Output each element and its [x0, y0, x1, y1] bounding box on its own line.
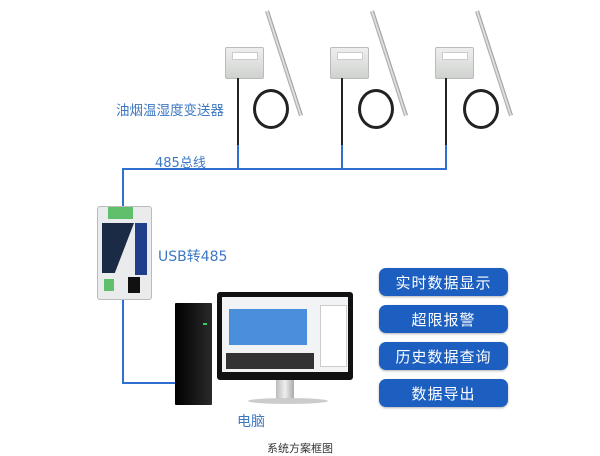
- transmitter-label: 油烟温湿度变送器: [116, 103, 224, 119]
- monitor-stand: [276, 380, 294, 400]
- bus-line: [122, 168, 447, 170]
- usb-485-converter: [97, 206, 152, 300]
- monitor-base: [248, 398, 328, 404]
- bus-drop-2: [341, 145, 343, 169]
- bus-label: 485总线: [155, 156, 206, 171]
- feature-realtime-display: 实时数据显示: [379, 268, 508, 296]
- feature-history-query: 历史数据查询: [379, 342, 508, 370]
- drop-wire-3: [445, 78, 447, 145]
- computer-label: 电脑: [237, 414, 265, 430]
- monitor: [217, 292, 353, 380]
- bus-drop-1: [237, 145, 239, 169]
- drop-wire-2: [341, 78, 343, 145]
- figure-caption: 系统方案框图: [267, 442, 333, 455]
- transmitter-2: [330, 10, 408, 147]
- transmitter-3: [435, 10, 513, 147]
- feature-overlimit-alarm: 超限报警: [379, 305, 508, 333]
- transmitter-1: [225, 10, 303, 147]
- feature-data-export: 数据导出: [379, 379, 508, 407]
- pc-cable: [122, 382, 176, 384]
- bus-drop-3: [445, 145, 447, 169]
- converter-cable: [122, 298, 124, 384]
- converter-label: USB转485: [158, 249, 228, 265]
- pc-tower: [175, 303, 212, 405]
- bus-to-converter: [122, 168, 124, 206]
- drop-wire-1: [237, 78, 239, 145]
